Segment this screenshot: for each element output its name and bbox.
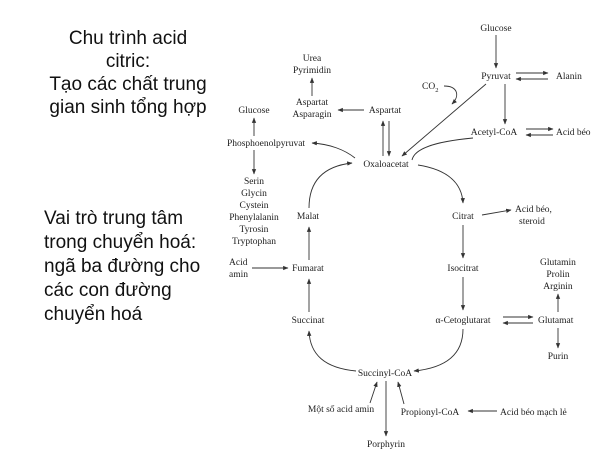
label-prolin: Prolin: [546, 270, 569, 280]
title-line-1: Chu trình acid: [68, 28, 188, 49]
arrow-citrat-acidbeo: [481, 208, 512, 216]
role-line-4: các con đường: [44, 280, 172, 301]
label-tryptophan: Tryptophan: [232, 237, 276, 247]
arrow-pyruvat-oxaloacetat: [401, 83, 487, 157]
label-tyrosin: Tyrosin: [240, 225, 269, 235]
label-acid-beo-steroid-2: steroid: [519, 217, 545, 227]
title-block: Chu trình acid citric: Tạo các chất trun…: [28, 27, 228, 119]
role-line-3: ngã ba đường cho: [44, 256, 201, 277]
label-phosphoenolpyruvat: Phosphoenolpyruvat: [227, 139, 305, 149]
label-succinat: Succinat: [292, 316, 325, 326]
label-fumarat: Fumarat: [292, 264, 324, 274]
role-line-2: trong chuyển hoá:: [44, 232, 197, 253]
label-asparagin: Asparagin: [292, 110, 331, 120]
arrow-acetylcoa-citrat: [411, 137, 474, 161]
label-acid-amin-1: Acid: [229, 258, 248, 268]
label-phenylalanin: Phenylalanin: [229, 213, 279, 223]
arrow-oxaloacetat-pep: [311, 141, 356, 159]
label-purin: Purin: [548, 352, 569, 362]
label-acid-beo-steroid-1: Acid béo,: [515, 205, 552, 215]
label-glutamin: Glutamin: [540, 258, 576, 268]
label-cetoglutarat: α-Cetoglutarat: [435, 316, 490, 326]
label-succinyl-coa: Succinyl-CoA: [358, 369, 412, 379]
title-line-3: Tạo các chất trung: [49, 74, 207, 95]
label-arginin: Arginin: [543, 282, 573, 292]
label-serin: Serin: [244, 177, 264, 187]
label-citrat: Citrat: [452, 212, 474, 222]
label-glycin: Glycin: [241, 189, 267, 199]
label-aspartat-left: Aspartat: [296, 98, 329, 108]
label-acid-beo-1: Acid béo: [556, 128, 591, 138]
label-alanin: Alanin: [556, 72, 582, 82]
arrow-cetoglutarat-succinylcoa: [413, 328, 464, 373]
label-glutamat: Glutamat: [538, 316, 574, 326]
arrow-malat-oxaloacetat: [308, 161, 353, 209]
role-line-5: chuyển hoá: [44, 304, 143, 325]
arrow-oxaloacetat-citrat: [417, 164, 465, 204]
label-co2-main: CO: [422, 82, 435, 92]
label-cystein: Cystein: [239, 201, 268, 211]
label-acetyl-coa: Acetyl-CoA: [471, 128, 518, 138]
label-pyruvat: Pyruvat: [481, 72, 511, 82]
arrow-co2-curve: [443, 85, 458, 105]
label-glucose-left: Glucose: [238, 106, 269, 116]
title-line-4: gian sinh tổng hợp: [49, 97, 207, 118]
label-glucose-top: Glucose: [480, 24, 511, 34]
label-acid-amin-2: amin: [229, 270, 248, 280]
label-pyrimidin: Pyrimidin: [293, 66, 331, 76]
title-line-2: citric:: [105, 51, 151, 72]
label-porphyrin: Porphyrin: [367, 440, 405, 450]
label-aspartat: Aspartat: [369, 106, 402, 116]
role-block: Vai trò trung tâm trong chuyển hoá: ngã …: [44, 207, 234, 327]
label-oxaloacetat: Oxaloacetat: [363, 160, 409, 170]
label-propionyl-coa: Propionyl-CoA: [401, 408, 460, 418]
label-acid-beo-mach-le: Acid béo mạch lẻ: [500, 408, 567, 418]
label-malat: Malat: [297, 212, 320, 222]
arrow-acidamin-succinylcoa: [369, 381, 378, 404]
label-urea: Urea: [303, 54, 322, 64]
label-isocitrat: Isocitrat: [447, 264, 478, 274]
arrow-succinylcoa-succinat: [307, 330, 357, 372]
label-co2-sub: 2: [435, 87, 438, 94]
label-co2: CO2: [422, 82, 438, 94]
role-line-1: Vai trò trung tâm: [44, 208, 184, 229]
arrow-propionyl-succinylcoa: [397, 381, 405, 405]
label-mot-so-acid-amin: Một số acid amin: [308, 404, 374, 415]
